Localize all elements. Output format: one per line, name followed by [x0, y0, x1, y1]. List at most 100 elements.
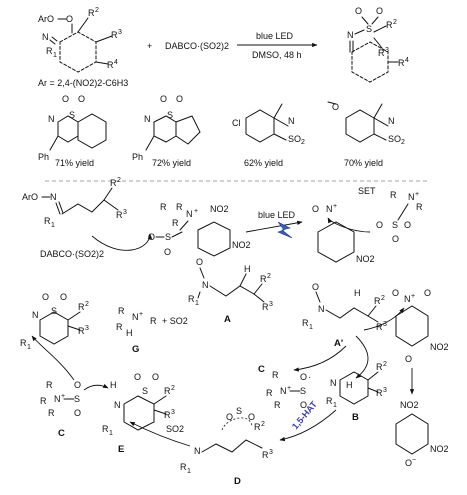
- example-3: Cl N SO2 62% yield: [232, 103, 305, 168]
- svg-text:O: O: [164, 247, 171, 257]
- svg-text:2: 2: [267, 273, 271, 280]
- svg-text:R: R: [260, 274, 267, 284]
- radical-C-bottom: R N+ R R S O O: [40, 380, 109, 418]
- svg-text:N: N: [388, 116, 395, 126]
- label-A: A: [224, 314, 231, 325]
- example-2-yield: 72% yield: [152, 158, 191, 168]
- n-label: N: [42, 32, 49, 42]
- svg-text:R: R: [376, 322, 383, 332]
- svg-text:O: O: [392, 234, 399, 244]
- svg-text:R: R: [302, 318, 309, 328]
- radical-no2: NO2: [430, 342, 449, 352]
- svg-text:R: R: [416, 202, 423, 212]
- svg-text:H: H: [244, 264, 251, 274]
- svg-text:N: N: [32, 310, 39, 320]
- svg-text:O: O: [148, 232, 155, 242]
- svg-text:1: 1: [195, 300, 199, 307]
- svg-text:R: R: [20, 338, 27, 348]
- svg-text:R: R: [44, 216, 51, 226]
- svg-text:4: 4: [114, 59, 118, 66]
- svg-text:3: 3: [85, 325, 89, 332]
- svg-text:+: +: [61, 393, 65, 400]
- svg-text:N: N: [186, 209, 193, 219]
- label-C-top: C: [258, 364, 265, 375]
- svg-text:R: R: [48, 408, 55, 418]
- svg-text:O: O: [376, 220, 383, 230]
- svg-text:R: R: [274, 400, 281, 410]
- svg-text:H: H: [126, 328, 133, 338]
- svg-text:R: R: [164, 410, 171, 420]
- svg-text:O: O: [405, 458, 412, 468]
- svg-text:R: R: [118, 306, 125, 316]
- svg-text:O: O: [152, 372, 159, 382]
- svg-text:·: ·: [308, 372, 311, 382]
- svg-text:S: S: [236, 406, 242, 416]
- svg-text:O: O: [248, 412, 255, 422]
- svg-text:2: 2: [381, 295, 385, 302]
- svg-text:2: 2: [85, 301, 89, 308]
- plus-sign: +: [147, 41, 152, 51]
- svg-text:R: R: [78, 302, 85, 312]
- reaction-arrow: blue LED DMSO, 48 h: [237, 31, 318, 60]
- aprime-no2: NO2: [356, 254, 375, 264]
- label-D: D: [234, 476, 241, 487]
- product-r2-label: R: [386, 20, 393, 30]
- svg-text:S: S: [167, 110, 173, 120]
- label-E: E: [118, 444, 124, 455]
- g-so2-label: + SO2: [162, 316, 188, 326]
- svg-text:O: O: [66, 14, 73, 24]
- svg-text:+: +: [287, 385, 291, 392]
- svg-text:O: O: [74, 408, 81, 418]
- a-no2-top: NO2: [210, 204, 229, 214]
- svg-text:R: R: [176, 202, 183, 212]
- svg-text:O: O: [226, 412, 233, 422]
- svg-text:R: R: [160, 202, 167, 212]
- example-1-ph: Ph: [38, 152, 49, 162]
- svg-text:−: −: [412, 457, 416, 464]
- svg-text:S: S: [392, 220, 398, 230]
- aro-label: ArO: [38, 14, 54, 24]
- label-G: G: [132, 344, 139, 355]
- svg-text:O: O: [355, 6, 362, 16]
- svg-text:3: 3: [123, 209, 127, 216]
- product-n-label: N: [347, 30, 354, 40]
- svg-text:R: R: [266, 388, 273, 398]
- svg-text:O: O: [424, 288, 431, 298]
- svg-text:N: N: [280, 386, 287, 396]
- svg-text:2: 2: [393, 19, 397, 26]
- example-2-ph: Ph: [132, 152, 143, 162]
- svg-text:O: O: [74, 380, 81, 390]
- svg-text:N: N: [114, 400, 121, 410]
- svg-text:S: S: [51, 306, 57, 316]
- svg-text:N: N: [144, 114, 151, 124]
- r3-label: R: [111, 30, 118, 40]
- svg-text:R: R: [376, 388, 383, 398]
- svg-text:1: 1: [109, 430, 113, 437]
- arrow-to-A: [91, 233, 153, 251]
- svg-text:R: R: [262, 302, 269, 312]
- mech-set: SET: [358, 186, 376, 196]
- svg-text:1: 1: [53, 52, 57, 59]
- product-r4-label: R: [398, 58, 405, 68]
- example-3-cl: Cl: [232, 118, 241, 128]
- svg-text:O: O: [405, 354, 412, 364]
- phenolate-no2-top: NO2: [400, 400, 419, 410]
- radical-C-top: R N+ R R S O O ·: [266, 370, 311, 410]
- arrow-to-phenoxide: [363, 307, 405, 331]
- svg-text:O: O: [60, 292, 67, 302]
- svg-text:3: 3: [269, 449, 273, 456]
- svg-text:4: 4: [405, 57, 409, 64]
- svg-text:3: 3: [118, 29, 122, 36]
- svg-text:R: R: [78, 326, 85, 336]
- substrate-oxime-ether: ArO O N R 1 R 2 R 3 R 4: [38, 7, 122, 73]
- svg-text:R: R: [272, 370, 279, 380]
- mech-aro-label: ArO: [22, 192, 38, 202]
- svg-text:N: N: [404, 294, 411, 304]
- example-3-yield: 62% yield: [244, 158, 283, 168]
- svg-text:2: 2: [383, 361, 387, 368]
